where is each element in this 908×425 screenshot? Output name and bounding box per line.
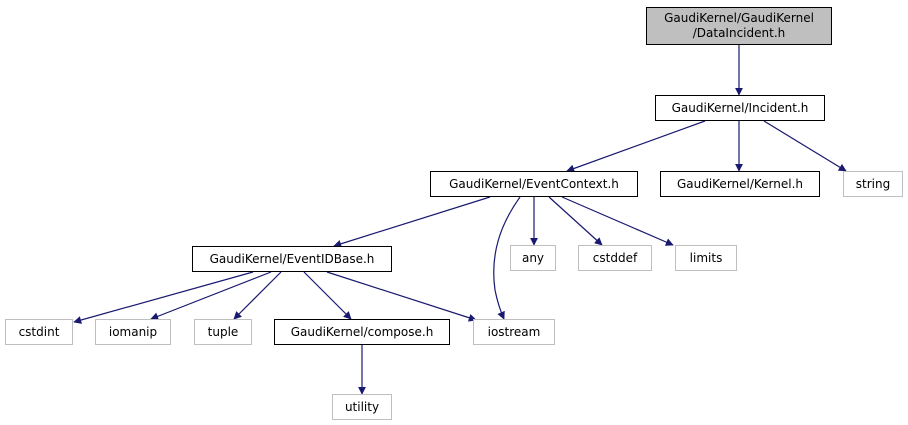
edge-event-context-to-limits: [561, 196, 674, 246]
node-compose[interactable]: GaudiKernel/compose.h: [274, 319, 450, 345]
edge-event-id-base-to-compose: [303, 271, 352, 320]
node-any-label: any: [521, 251, 545, 265]
node-utility[interactable]: utility: [332, 394, 392, 420]
node-iomanip[interactable]: iomanip: [95, 319, 171, 345]
node-tuple[interactable]: tuple: [194, 319, 252, 345]
node-tuple-label: tuple: [207, 325, 239, 339]
node-incident-label: GaudiKernel/Incident.h: [671, 101, 809, 115]
node-limits-label: limits: [689, 251, 723, 265]
node-iostream-label: iostream: [487, 325, 541, 339]
edge-incident-to-event-context: [566, 120, 706, 173]
node-cstddef[interactable]: cstddef: [578, 245, 652, 271]
node-kernel-label: GaudiKernel/Kernel.h: [676, 177, 804, 191]
node-data-incident[interactable]: GaudiKernel/GaudiKernel /DataIncident.h: [646, 7, 832, 45]
edge-incident-to-string: [763, 120, 847, 172]
node-any[interactable]: any: [510, 245, 556, 271]
node-string[interactable]: string: [843, 171, 903, 197]
node-cstdint-label: cstdint: [18, 325, 60, 339]
edge-event-id-base-to-tuple: [233, 271, 282, 320]
node-event-id-base[interactable]: GaudiKernel/EventIDBase.h: [192, 246, 392, 272]
node-event-id-base-label: GaudiKernel/EventIDBase.h: [209, 252, 375, 266]
edge-event-context-to-event-id-base: [333, 196, 491, 248]
edge-event-context-to-iostream: [493, 196, 521, 320]
node-incident[interactable]: GaudiKernel/Incident.h: [655, 95, 825, 121]
node-cstdint[interactable]: cstdint: [5, 319, 73, 345]
node-utility-label: utility: [344, 400, 380, 414]
node-cstddef-label: cstddef: [592, 251, 638, 265]
node-event-context-label: GaudiKernel/EventContext.h: [449, 177, 619, 191]
node-limits[interactable]: limits: [675, 245, 737, 271]
node-compose-label: GaudiKernel/compose.h: [290, 325, 434, 339]
node-string-label: string: [855, 177, 891, 191]
edge-event-id-base-to-iomanip: [150, 271, 272, 321]
edge-event-id-base-to-iostream: [326, 271, 477, 322]
node-event-context[interactable]: GaudiKernel/EventContext.h: [430, 171, 638, 197]
node-iomanip-label: iomanip: [108, 325, 158, 339]
node-kernel[interactable]: GaudiKernel/Kernel.h: [660, 171, 820, 197]
node-iostream[interactable]: iostream: [473, 319, 555, 345]
edge-event-context-to-cstddef: [548, 196, 603, 246]
node-data-incident-label: GaudiKernel/GaudiKernel /DataIncident.h: [664, 11, 814, 40]
edge-event-id-base-to-cstdint: [73, 271, 254, 324]
